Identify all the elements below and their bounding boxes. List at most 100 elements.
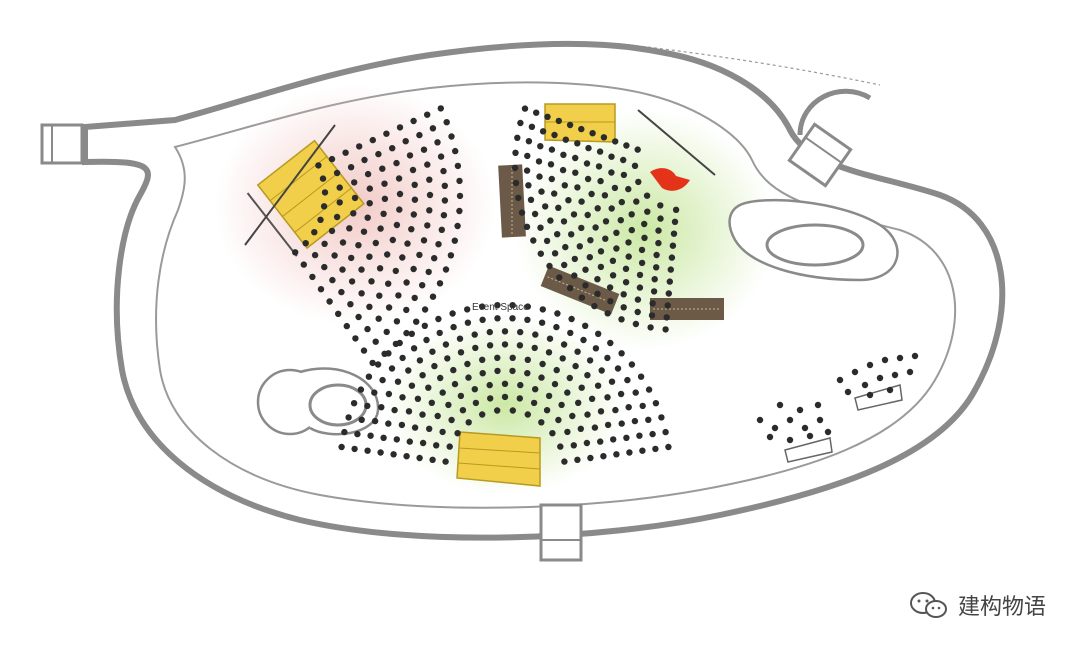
seat-dot	[429, 293, 437, 300]
seat-dot	[597, 438, 604, 445]
seat-dot	[454, 162, 462, 170]
seat-dot	[786, 416, 794, 424]
seat-dot	[604, 394, 611, 401]
seat-dot	[524, 316, 531, 323]
seat-dot	[452, 147, 459, 155]
seat-dot	[816, 416, 824, 424]
seat-dot	[376, 265, 384, 272]
seat-dot	[429, 456, 436, 463]
seat-dot	[309, 273, 316, 281]
seat-dot	[776, 401, 784, 409]
seat-dot	[637, 373, 645, 380]
seat-dot	[419, 411, 426, 418]
seat-dot	[645, 386, 653, 393]
seat-dot	[555, 416, 562, 424]
red-stage	[650, 168, 690, 191]
seat-dot	[494, 315, 501, 322]
seat-dot	[420, 237, 428, 244]
seat-dot	[568, 315, 575, 323]
seat-dot	[436, 280, 444, 287]
seat-dot	[434, 412, 441, 420]
seat-dot	[544, 113, 551, 121]
seat-dot	[410, 265, 417, 273]
seat-dot	[539, 306, 546, 313]
seat-dot	[364, 170, 372, 178]
seat-dot	[438, 226, 445, 233]
seat-dot	[538, 188, 545, 195]
seat-dot	[479, 303, 486, 310]
seat-dot	[517, 119, 524, 127]
seat-dot	[532, 386, 539, 393]
seat-dot	[625, 404, 632, 411]
northeast-hook-wall	[797, 88, 872, 136]
seat-dot	[647, 324, 654, 331]
seat-dot	[662, 326, 669, 333]
seat-dot	[523, 223, 531, 230]
seat-dot	[366, 253, 373, 260]
seat-dot	[595, 330, 602, 337]
seat-dot	[321, 240, 328, 247]
seat-dot	[429, 125, 437, 132]
seat-dot	[311, 251, 319, 259]
seat-dot	[431, 362, 438, 370]
seat-dot	[570, 211, 578, 218]
seat-dot	[592, 345, 600, 352]
seat-dot	[531, 344, 538, 352]
seat-dot	[636, 284, 644, 291]
watermark: 建构物语	[908, 589, 1046, 621]
seat-dot	[394, 378, 402, 385]
seating-dots	[292, 105, 919, 465]
doorway-west	[40, 123, 84, 165]
seat-dot	[358, 290, 365, 297]
seat-dot	[408, 330, 415, 337]
seat-dot	[380, 434, 387, 441]
seat-dot	[408, 226, 415, 233]
seat-dot	[574, 348, 581, 355]
seat-dot	[347, 164, 355, 171]
seat-dot	[536, 173, 543, 180]
seat-dot	[597, 248, 605, 255]
seat-dot	[410, 345, 418, 352]
seat-dot	[601, 192, 609, 199]
seat-dot	[657, 202, 664, 209]
seat-dot	[604, 310, 611, 317]
seat-dot	[620, 171, 628, 179]
seat-dot	[512, 149, 519, 156]
seat-dot	[509, 302, 516, 309]
seat-dot	[537, 224, 544, 231]
seat-dot	[631, 417, 639, 425]
wechat-icon	[909, 592, 947, 618]
seat-dot	[655, 239, 662, 247]
seat-dot	[440, 212, 448, 219]
seat-dot	[336, 199, 343, 206]
seat-dot	[459, 407, 467, 414]
seat-dot	[530, 399, 538, 407]
seat-dot	[578, 198, 585, 205]
seat-dot	[583, 439, 591, 447]
seat-dot	[393, 318, 401, 325]
seat-dot	[585, 144, 592, 152]
seat-dot	[357, 386, 365, 393]
seat-dot	[669, 242, 677, 249]
seat-dot	[321, 189, 329, 196]
seat-dot	[317, 216, 324, 223]
seat-dot	[578, 224, 585, 232]
seat-dot	[371, 417, 379, 425]
seat-dot	[535, 158, 543, 165]
seat-dot	[524, 411, 531, 418]
seat-dot	[634, 146, 641, 153]
seat-dot	[416, 454, 423, 462]
seat-dot	[419, 372, 426, 379]
seat-dot	[625, 253, 632, 260]
seat-dot	[588, 395, 596, 402]
seat-dot	[594, 382, 602, 389]
seat-dot	[408, 382, 416, 389]
seat-dot	[424, 161, 431, 168]
seat-dot	[577, 425, 584, 432]
seat-dot	[369, 359, 376, 367]
seat-dot	[844, 388, 852, 396]
seat-dot	[584, 372, 591, 379]
seat-dot	[565, 197, 572, 204]
doorway-northeast	[787, 122, 853, 188]
seat-dot	[302, 240, 309, 247]
